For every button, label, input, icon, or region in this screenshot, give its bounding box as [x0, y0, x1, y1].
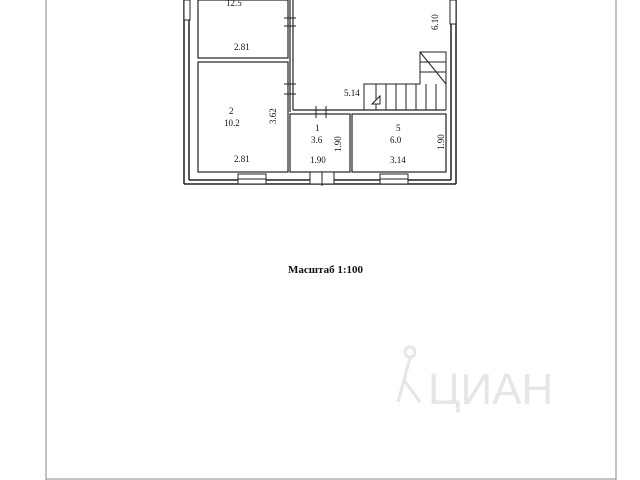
room-5-dim-bottom: 3.14 — [390, 155, 406, 165]
room-5-area: 6.0 — [390, 135, 402, 145]
page-frame — [45, 0, 617, 480]
entrance-door — [309, 171, 335, 186]
room-1-number: 1 — [315, 123, 320, 133]
top-left-dim-bottom: 2.81 — [234, 42, 250, 52]
hall-dim-bottom: 5.14 — [344, 88, 360, 98]
staircase — [363, 51, 447, 110]
hall-dim-right: 6.10 — [430, 14, 440, 30]
scale-caption: Масштаб 1:100 — [288, 264, 364, 276]
watermark-logo-icon — [396, 345, 422, 403]
room-2-dim-bottom: 2.81 — [234, 154, 250, 164]
room-2-dim-right: 3.62 — [268, 108, 278, 124]
windows — [183, 0, 457, 185]
room-2-area: 10.2 — [224, 118, 240, 128]
room-1-dim-right: 1.90 — [333, 136, 343, 152]
room-5-number: 5 — [396, 123, 401, 133]
room-1-dim-bottom: 1.90 — [310, 155, 326, 165]
room-2-number: 2 — [229, 106, 234, 116]
room-5-dim-right: 1.90 — [436, 134, 446, 150]
top-left-area: 12.5 — [226, 0, 242, 8]
inner-walls — [197, 0, 447, 173]
watermark-text: ЦИАН — [428, 365, 553, 414]
watermark: ЦИАН — [396, 345, 553, 414]
door-marks — [284, 17, 327, 118]
room-1-area: 3.6 — [311, 135, 323, 145]
